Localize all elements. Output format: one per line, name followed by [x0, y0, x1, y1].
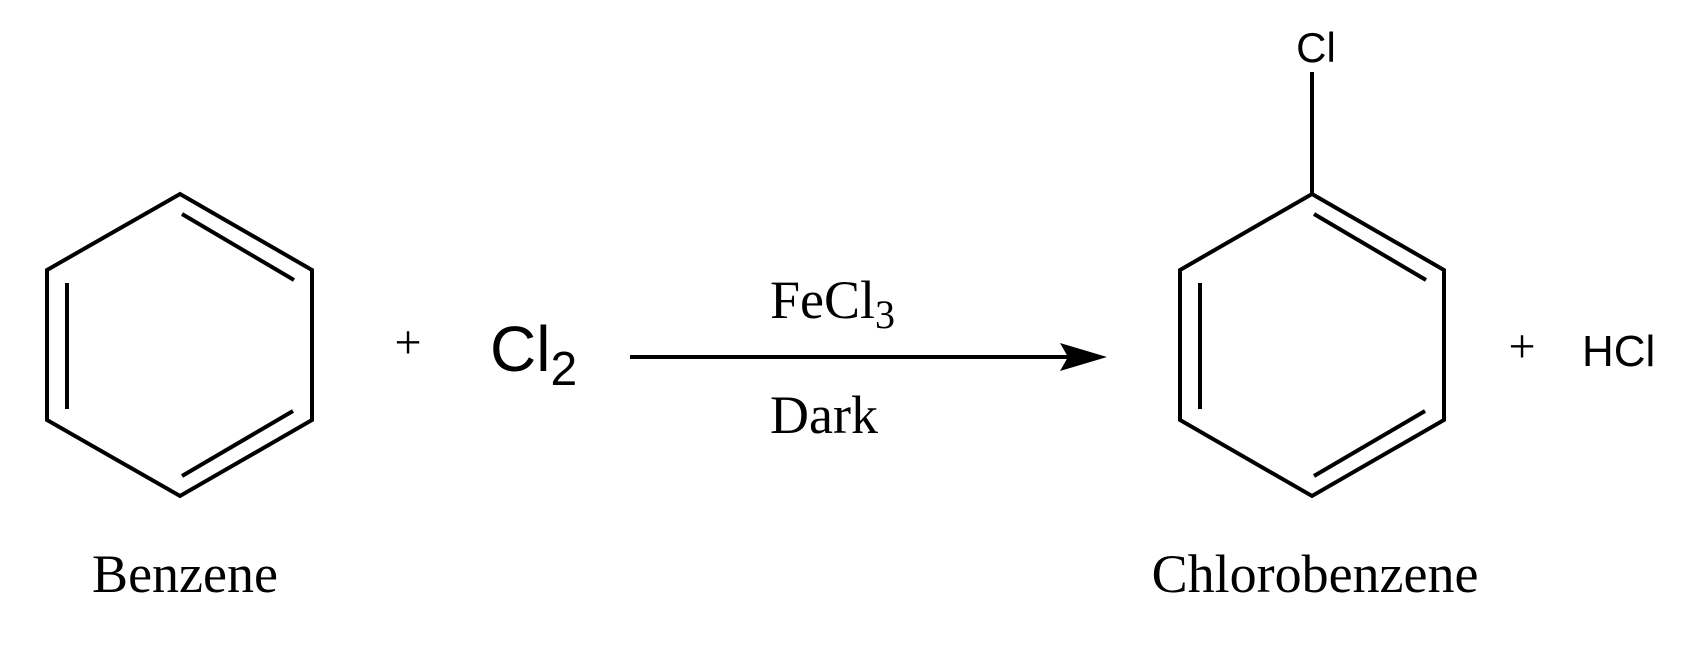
catalyst-base: FeCl	[770, 270, 875, 330]
benzene-double-bond-1	[180, 212, 296, 282]
chlorine-formula: Cl2	[490, 313, 577, 396]
reaction-arrow	[630, 343, 1107, 371]
chlorobenzene-structure	[1178, 72, 1446, 499]
hydrogen-chloride-formula: HCl	[1582, 327, 1655, 376]
plus-sign-2: +	[1508, 320, 1535, 373]
arrow-head	[1060, 343, 1107, 371]
chlorobenzene-double-bond-2	[1312, 409, 1427, 478]
chlorobenzene-double-bond-1	[1312, 212, 1428, 282]
chlorobenzene-label: Chlorobenzene	[1152, 544, 1479, 604]
catalyst-subscript: 3	[875, 292, 895, 337]
benzene-double-bond-2	[180, 409, 295, 478]
chlorine-symbol: Cl	[490, 313, 550, 385]
benzene-ring	[45, 191, 314, 499]
plus-sign-1: +	[394, 316, 421, 369]
condition-label: Dark	[770, 385, 878, 445]
catalyst-label: FeCl3	[770, 270, 895, 337]
chlorine-substituent-label: Cl	[1296, 24, 1336, 71]
chlorine-subscript: 2	[550, 343, 577, 396]
benzene-structure	[45, 191, 314, 499]
chlorobenzene-ring	[1178, 191, 1446, 499]
benzene-label: Benzene	[92, 544, 278, 604]
